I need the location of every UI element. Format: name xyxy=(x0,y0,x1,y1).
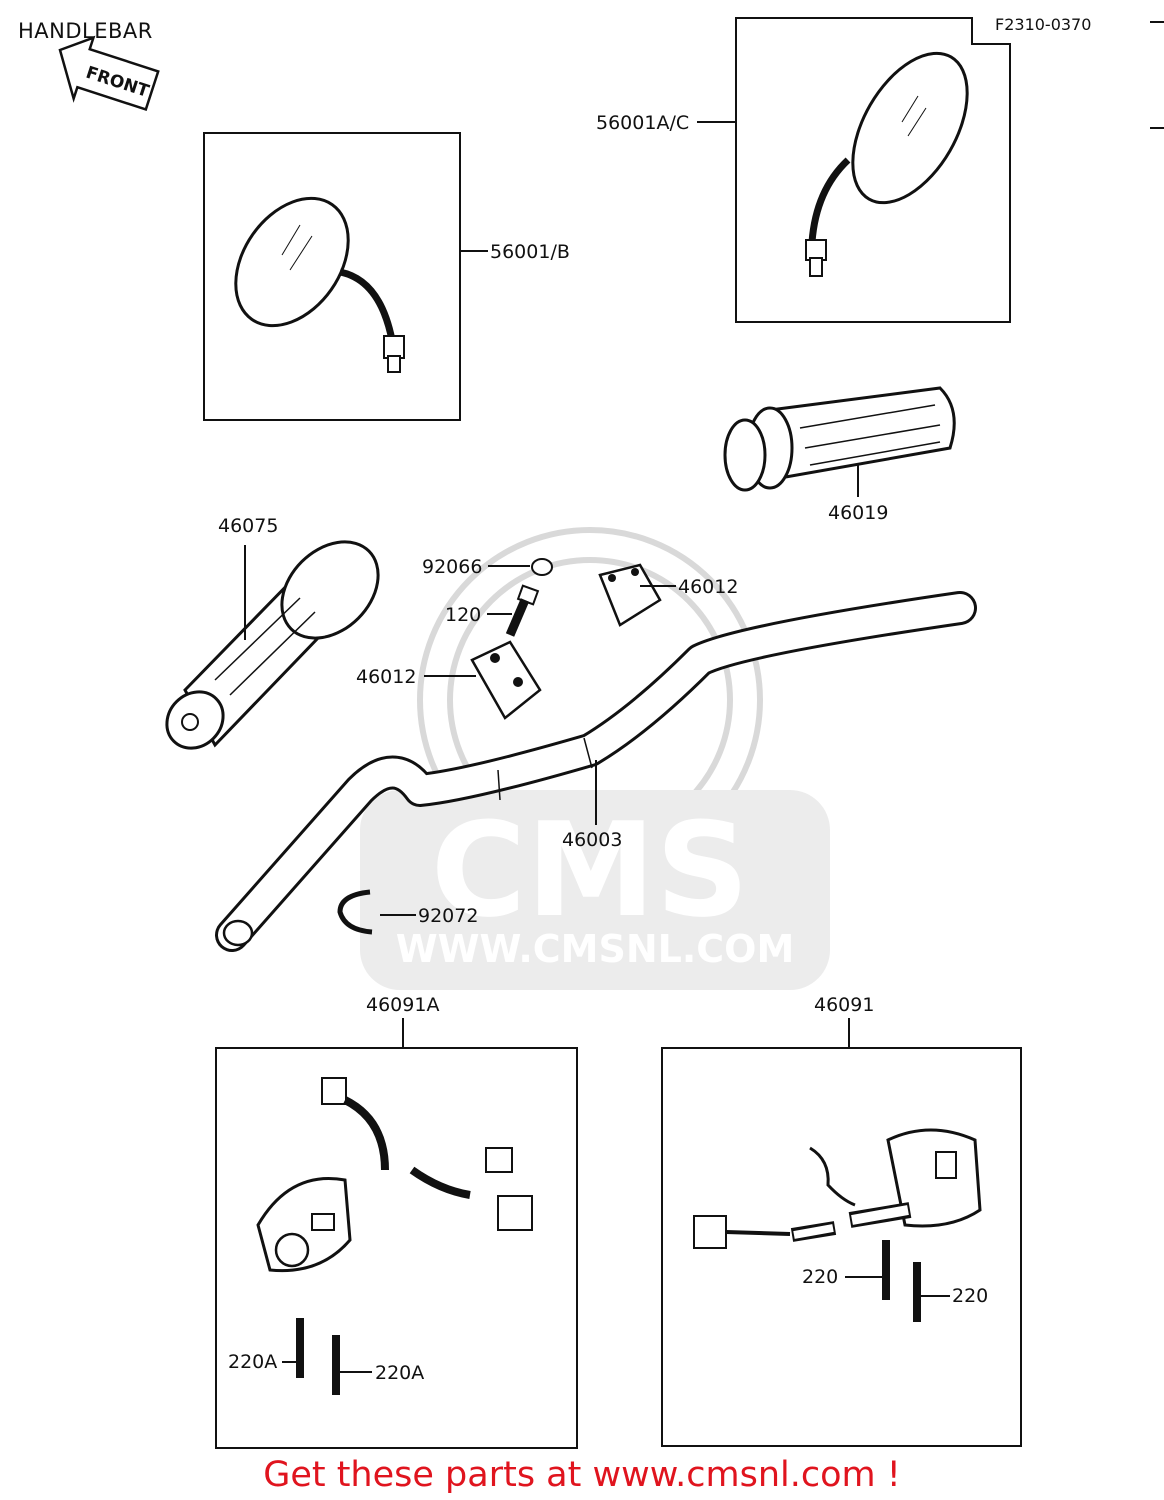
holder-upper xyxy=(598,563,676,627)
cap xyxy=(488,558,553,576)
label-cap: 92066 xyxy=(422,556,482,578)
label-grip-right: 46019 xyxy=(828,502,888,524)
label-holder-upper: 46012 xyxy=(678,576,738,598)
grip-right xyxy=(723,386,956,497)
label-handlebar: 46003 xyxy=(562,829,622,851)
label-screw-right-b: 220 xyxy=(952,1285,988,1307)
label-bolt: 120 xyxy=(445,604,481,626)
watermark-url: WWW.CMSNL.COM xyxy=(396,927,795,971)
label-screw-right-a: 220 xyxy=(802,1266,838,1288)
watermark-brand: CMS xyxy=(431,794,749,946)
page-title: HANDLEBAR xyxy=(18,19,153,43)
label-grip-left: 46075 xyxy=(218,515,278,537)
label-mirror-right: 56001A/C xyxy=(596,112,689,134)
footer-promo-link[interactable]: Get these parts at www.cmsnl.com ! xyxy=(263,1455,901,1495)
switch-left-group xyxy=(215,1018,578,1449)
label-screw-left-a: 220A xyxy=(228,1351,277,1373)
label-clamp: 92072 xyxy=(418,905,478,927)
clamp xyxy=(337,889,416,935)
switch-right-group xyxy=(661,1018,1022,1447)
handlebar xyxy=(215,591,977,952)
watermark: CMS WWW.CMSNL.COM xyxy=(360,527,830,990)
label-switch-left: 46091A xyxy=(366,994,439,1016)
label-screw-left-b: 220A xyxy=(375,1362,424,1384)
label-switch-right: 46091 xyxy=(814,994,874,1016)
mirror-left-group xyxy=(203,132,488,421)
label-holder-lower: 46012 xyxy=(356,666,416,688)
grip-left xyxy=(165,540,380,750)
reference-code: F2310-0370 xyxy=(995,15,1091,34)
holder-lower xyxy=(424,640,542,720)
label-mirror-left: 56001/B xyxy=(490,241,570,263)
mirror-right-group xyxy=(697,17,1011,323)
bolt xyxy=(487,584,540,637)
